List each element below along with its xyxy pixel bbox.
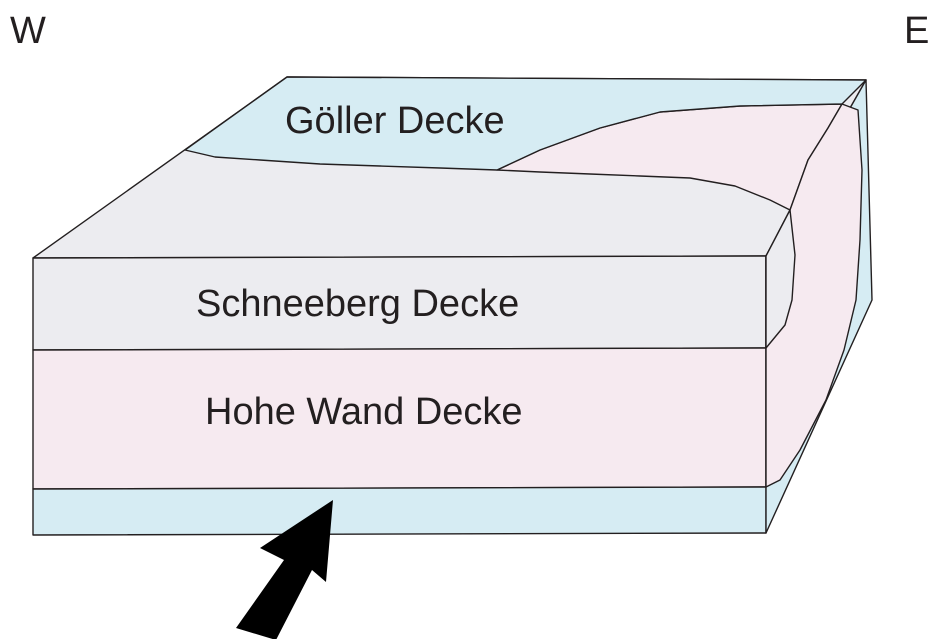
hohe-wand-decke-label: Hohe Wand Decke xyxy=(205,391,523,433)
goeller-top-surface xyxy=(184,76,867,171)
arrow-up-right-icon xyxy=(236,500,333,639)
west-label: W xyxy=(10,10,46,52)
hohe-wand-side xyxy=(765,103,863,488)
basal-layer-front xyxy=(32,486,767,536)
goeller-decke-label: Göller Decke xyxy=(285,100,505,142)
schneeberg-side xyxy=(765,209,796,349)
east-label: E xyxy=(904,10,930,52)
schneeberg-decke-label: Schneeberg Decke xyxy=(196,283,519,325)
